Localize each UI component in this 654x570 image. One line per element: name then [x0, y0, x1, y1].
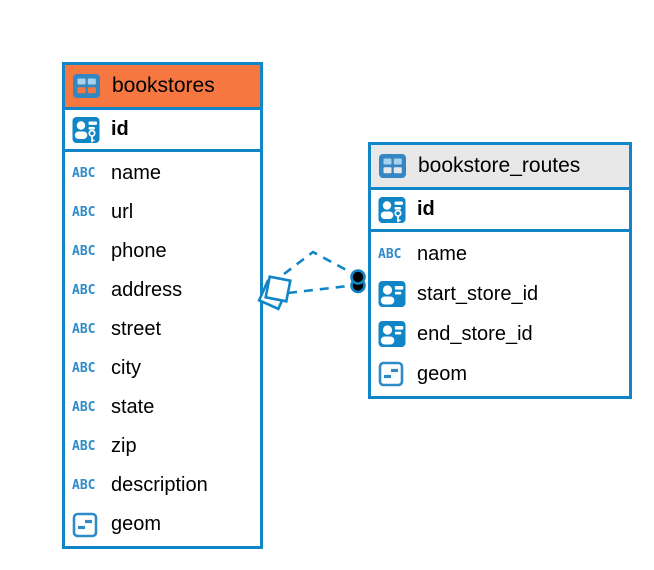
column-row-id[interactable]: id	[371, 190, 629, 232]
column-row-id[interactable]: id	[65, 110, 260, 152]
column-row-end_store_id[interactable]: end_store_id	[371, 314, 629, 354]
column-name: name	[417, 242, 468, 265]
table-icon-slot	[73, 74, 103, 98]
column-row-geom[interactable]: geom	[65, 505, 260, 544]
column-name: end_store_id	[417, 322, 533, 345]
abc-text-icon: ABC	[72, 439, 96, 454]
geom-icon-slot	[72, 512, 102, 538]
column-row-url[interactable]: ABC url	[65, 193, 260, 232]
abc-icon-slot: ABC	[72, 166, 102, 181]
abc-text-icon: ABC	[72, 283, 96, 298]
column-name: id	[111, 118, 129, 140]
abc-text-icon: ABC	[72, 205, 96, 220]
column-row-geom[interactable]: geom	[371, 354, 629, 394]
primary-key-icon	[72, 116, 100, 143]
abc-text-icon: ABC	[72, 166, 96, 181]
column-name: geom	[417, 362, 468, 385]
abc-text-icon: ABC	[72, 478, 96, 493]
column-name: description	[111, 474, 208, 496]
column-row-name[interactable]: ABC name	[65, 154, 260, 193]
relation-target-marker	[350, 269, 366, 294]
foreign-key-icon	[378, 281, 406, 307]
column-row-city[interactable]: ABC city	[65, 349, 260, 388]
table-icon-slot	[379, 154, 409, 178]
column-row-description[interactable]: ABC description	[65, 466, 260, 505]
table-icon	[379, 154, 406, 178]
column-row-phone[interactable]: ABC phone	[65, 232, 260, 271]
column-name: id	[417, 198, 435, 220]
column-row-state[interactable]: ABC state	[65, 388, 260, 427]
table-header[interactable]: bookstores	[65, 65, 260, 110]
column-name: url	[111, 201, 134, 223]
column-name: start_store_id	[417, 282, 539, 305]
column-name: phone	[111, 240, 167, 262]
column-name: zip	[111, 435, 137, 457]
relation-bookstores-to-routes[interactable]	[257, 250, 366, 311]
abc-text-icon: ABC	[72, 244, 96, 259]
relation-line-2[interactable]	[287, 284, 349, 295]
column-name: state	[111, 396, 155, 418]
column-name: city	[111, 357, 141, 379]
geometry-icon	[378, 361, 404, 387]
primary-key-icon	[378, 196, 406, 223]
abc-text-icon: ABC	[378, 246, 402, 262]
column-name: address	[111, 279, 183, 301]
column-list: ABC name start_store_id end_store_id geom	[371, 232, 629, 396]
fk-icon-slot	[378, 280, 408, 308]
primary-key-icon-slot	[72, 116, 102, 144]
relation-line-1[interactable]	[283, 250, 351, 276]
column-row-zip[interactable]: ABC zip	[65, 427, 260, 466]
table-header[interactable]: bookstore_routes	[371, 145, 629, 190]
primary-key-icon-slot	[378, 196, 408, 224]
erd-table-bookstore-routes[interactable]: bookstore_routes id ABC name start_store_…	[368, 142, 632, 399]
column-row-address[interactable]: ABC address	[65, 271, 260, 310]
abc-icon-slot: ABC	[72, 361, 102, 376]
abc-icon-slot: ABC	[72, 400, 102, 415]
column-name: street	[111, 318, 162, 340]
abc-icon-slot: ABC	[72, 205, 102, 220]
abc-icon-slot: ABC	[72, 439, 102, 454]
abc-icon-slot: ABC	[72, 322, 102, 337]
geom-icon-slot	[378, 361, 408, 387]
fk-icon-slot	[378, 320, 408, 348]
table-icon	[73, 74, 100, 98]
column-name: geom	[111, 513, 162, 535]
table-title: bookstore_routes	[418, 154, 581, 177]
abc-icon-slot: ABC	[72, 283, 102, 298]
column-row-street[interactable]: ABC street	[65, 310, 260, 349]
abc-icon-slot: ABC	[72, 478, 102, 493]
abc-text-icon: ABC	[72, 400, 96, 415]
foreign-key-icon	[378, 321, 406, 347]
table-title: bookstores	[112, 74, 215, 97]
column-row-start_store_id[interactable]: start_store_id	[371, 274, 629, 314]
geometry-icon	[72, 512, 98, 537]
column-name: name	[111, 162, 162, 184]
abc-text-icon: ABC	[72, 322, 96, 337]
relation-source-marker	[257, 275, 292, 311]
abc-icon-slot: ABC	[378, 247, 408, 262]
column-row-name[interactable]: ABC name	[371, 234, 629, 274]
abc-text-icon: ABC	[72, 361, 96, 376]
abc-icon-slot: ABC	[72, 244, 102, 259]
